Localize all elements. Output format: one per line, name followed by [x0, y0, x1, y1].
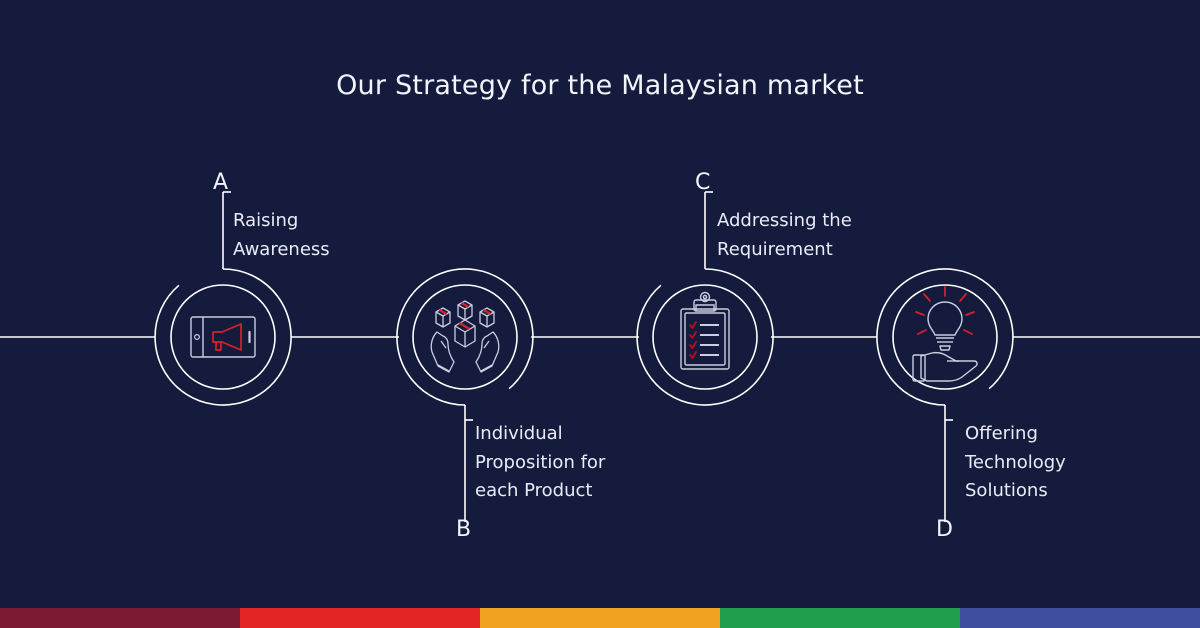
- footer-bar-segment-maroon: [0, 608, 240, 628]
- node-a-inner-ring: [170, 284, 276, 390]
- step-letter-d: D: [936, 517, 953, 542]
- step-letter-b: B: [456, 517, 472, 542]
- node-c-inner-ring: [652, 284, 758, 390]
- node-b-inner-ring: [412, 284, 518, 390]
- step-text-c: Addressing the Requirement: [717, 210, 852, 260]
- megaphone-phone-icon: [190, 316, 256, 358]
- clipboard-checklist-icon: [680, 291, 730, 370]
- node-a-group: [154, 191, 292, 406]
- node-b-group: [396, 268, 534, 522]
- node-a-outer-ring: [154, 268, 292, 406]
- node-c-outer-ring: [636, 268, 774, 406]
- footer-bar-segment-red: [240, 608, 480, 628]
- node-c-group: [636, 191, 774, 406]
- node-d-outer-ring: [876, 268, 1014, 406]
- footer-bar-segment-green: [720, 608, 960, 628]
- node-b-outer-ring: [396, 268, 534, 406]
- step-text-a: Raising Awareness: [233, 210, 330, 260]
- step-letter-a: A: [213, 170, 229, 195]
- hands-holding-boxes-icon: [430, 300, 500, 373]
- node-d-inner-ring: [892, 284, 998, 390]
- footer-bar-segment-blue: [960, 608, 1200, 628]
- page-title: Our Strategy for the Malaysian market: [336, 70, 864, 101]
- step-text-d: Offering Technology Solutions: [965, 423, 1066, 501]
- node-d-group: [876, 268, 1014, 522]
- step-text-b: Individual Proposition for each Product: [475, 423, 606, 501]
- hand-lightbulb-icon: [912, 286, 978, 382]
- footer-bar-segment-amber: [480, 608, 720, 628]
- step-letter-c: C: [695, 170, 711, 195]
